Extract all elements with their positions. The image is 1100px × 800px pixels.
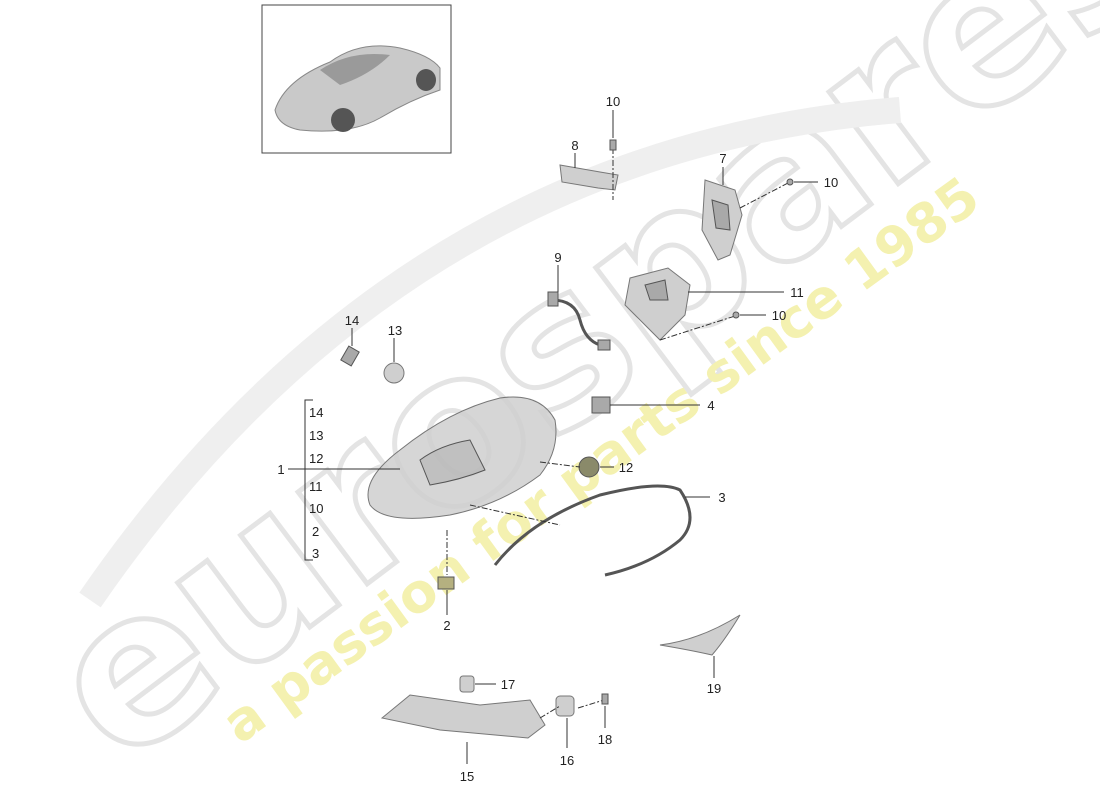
callout-10: 10 xyxy=(824,175,838,190)
callout-14: 14 xyxy=(345,313,359,328)
part-16-socket[interactable] xyxy=(555,695,575,717)
callout-10: 10 xyxy=(606,94,620,109)
part-13-cap[interactable] xyxy=(383,362,405,384)
assembly-item: 11 xyxy=(309,479,323,494)
part-7-bracket[interactable] xyxy=(701,179,743,261)
assembly-item: 2 xyxy=(312,524,319,539)
assembly-list: 14 13 12 11 10 2 3 xyxy=(309,405,323,561)
part-10-screw-top[interactable] xyxy=(609,139,617,151)
callout-17: 17 xyxy=(501,677,515,692)
callout-12: 12 xyxy=(619,460,633,475)
assembly-item: 3 xyxy=(312,546,319,561)
part-19-side-marker[interactable] xyxy=(659,614,741,656)
assembly-item: 14 xyxy=(309,405,323,420)
callout-10: 10 xyxy=(772,308,786,323)
callout-11: 11 xyxy=(790,285,804,300)
part-2-clip[interactable] xyxy=(437,576,455,590)
callout-4: 4 xyxy=(707,398,714,413)
callouts: 10 8 7 10 9 11 10 14 13 4 12 3 1 2 19 17… xyxy=(277,94,838,784)
part-11-housing[interactable] xyxy=(624,267,691,341)
part-9-wiring[interactable] xyxy=(547,291,611,351)
part-15-turn-signal[interactable] xyxy=(380,694,546,739)
callout-8: 8 xyxy=(571,138,578,153)
part-8-control-unit[interactable] xyxy=(559,164,619,191)
part-3-seal[interactable] xyxy=(493,484,692,577)
callout-13: 13 xyxy=(388,323,402,338)
part-17-bulb[interactable] xyxy=(459,675,475,693)
callout-1: 1 xyxy=(277,462,284,477)
assembly-item: 10 xyxy=(309,501,323,516)
callout-2: 2 xyxy=(443,618,450,633)
car-thumbnail[interactable] xyxy=(261,4,452,154)
watermark-brand: eurospares xyxy=(3,0,1100,800)
assembly-item: 13 xyxy=(309,428,323,443)
leader-lines xyxy=(288,110,818,764)
callout-9: 9 xyxy=(554,250,561,265)
part-1-headlight[interactable] xyxy=(367,396,557,519)
callout-7: 7 xyxy=(719,151,726,166)
callout-3: 3 xyxy=(718,490,725,505)
part-18-screw[interactable] xyxy=(601,693,609,705)
callout-19: 19 xyxy=(707,681,721,696)
callout-15: 15 xyxy=(460,769,474,784)
assembly-item: 12 xyxy=(309,451,323,466)
callout-16: 16 xyxy=(560,753,574,768)
part-14-bulb[interactable] xyxy=(340,345,360,367)
callout-18: 18 xyxy=(598,732,612,747)
part-4-connector[interactable] xyxy=(591,396,611,414)
car-thumbnail-icon xyxy=(274,45,441,132)
part-12-cap[interactable] xyxy=(578,456,600,478)
